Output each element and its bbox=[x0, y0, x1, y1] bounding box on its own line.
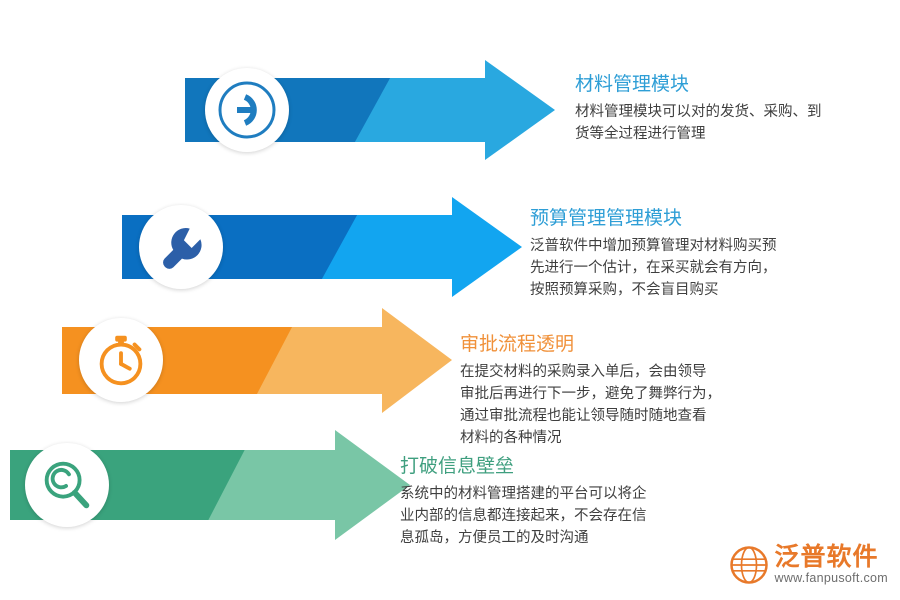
icon-badge-approval-transparent bbox=[79, 318, 163, 402]
item-title-approval-transparent: 审批流程透明 bbox=[460, 334, 575, 355]
arrow-shape-3 bbox=[62, 308, 452, 413]
item-body-budget-management: 泛普软件中增加预算管理对材料购买预 先进行一个估计，在采买就会有方向， 按照预算… bbox=[530, 238, 777, 298]
arrow-shape-4 bbox=[10, 430, 410, 540]
wrench-icon bbox=[163, 228, 202, 269]
arrow-graphic-4 bbox=[10, 430, 410, 540]
text-block-material-management: 材料管理模块 材料管理模块可以对的发货、采购、到 货等全过程进行管理 bbox=[575, 72, 822, 145]
icon-badge-break-info-barrier bbox=[25, 443, 109, 527]
arrow-row-material-management: 材料管理模块 材料管理模块可以对的发货、采购、到 货等全过程进行管理 bbox=[185, 60, 845, 160]
item-title-material-management: 材料管理模块 bbox=[575, 74, 690, 95]
arrow-row-budget-management: 预算管理管理模块 泛普软件中增加预算管理对材料购买预 先进行一个估计，在采买就会… bbox=[122, 197, 842, 298]
item-title-break-info-barrier: 打破信息壁垒 bbox=[400, 456, 515, 477]
play-circle-icon bbox=[218, 81, 276, 139]
brand-logo: 泛普软件 www.fanpusoft.com bbox=[729, 544, 888, 586]
globe-icon bbox=[729, 546, 768, 584]
arrow-row-approval-transparent: 审批流程透明 在提交材料的采购录入单后，会由领导 审批后再进行下一步，避免了舞弊… bbox=[62, 308, 842, 446]
item-body-break-info-barrier: 系统中的材料管理搭建的平台可以将企 业内部的信息都连接起来，不会存在信 息孤岛，… bbox=[400, 486, 647, 546]
icon-badge-budget-management bbox=[139, 205, 223, 289]
item-body-material-management: 材料管理模块可以对的发货、采购、到 货等全过程进行管理 bbox=[575, 104, 822, 142]
text-block-break-info-barrier: 打破信息壁垒 系统中的材料管理搭建的平台可以将企 业内部的信息都连接起来，不会存… bbox=[400, 454, 647, 549]
arrow-row-break-info-barrier: 打破信息壁垒 系统中的材料管理搭建的平台可以将企 业内部的信息都连接起来，不会存… bbox=[10, 430, 840, 546]
arrow-graphic-3 bbox=[62, 308, 452, 413]
item-title-budget-management: 预算管理管理模块 bbox=[530, 208, 683, 229]
text-block-budget-management: 预算管理管理模块 泛普软件中增加预算管理对材料购买预 先进行一个估计，在采买就会… bbox=[530, 206, 777, 301]
logo-text-group: 泛普软件 www.fanpusoft.com bbox=[775, 544, 888, 586]
arrow-shape-2 bbox=[122, 197, 522, 297]
stopwatch-icon bbox=[99, 335, 143, 386]
logo-website-url: www.fanpusoft.com bbox=[774, 571, 888, 585]
icon-badge-material-management bbox=[205, 68, 289, 152]
item-body-approval-transparent: 在提交材料的采购录入单后，会由领导 审批后再进行下一步，避免了舞弊行为， 通过审… bbox=[460, 364, 721, 446]
search-icon bbox=[44, 461, 90, 509]
text-block-approval-transparent: 审批流程透明 在提交材料的采购录入单后，会由领导 审批后再进行下一步，避免了舞弊… bbox=[460, 332, 721, 449]
arrow-graphic-2 bbox=[122, 197, 522, 297]
logo-company-name: 泛普软件 bbox=[774, 543, 879, 571]
